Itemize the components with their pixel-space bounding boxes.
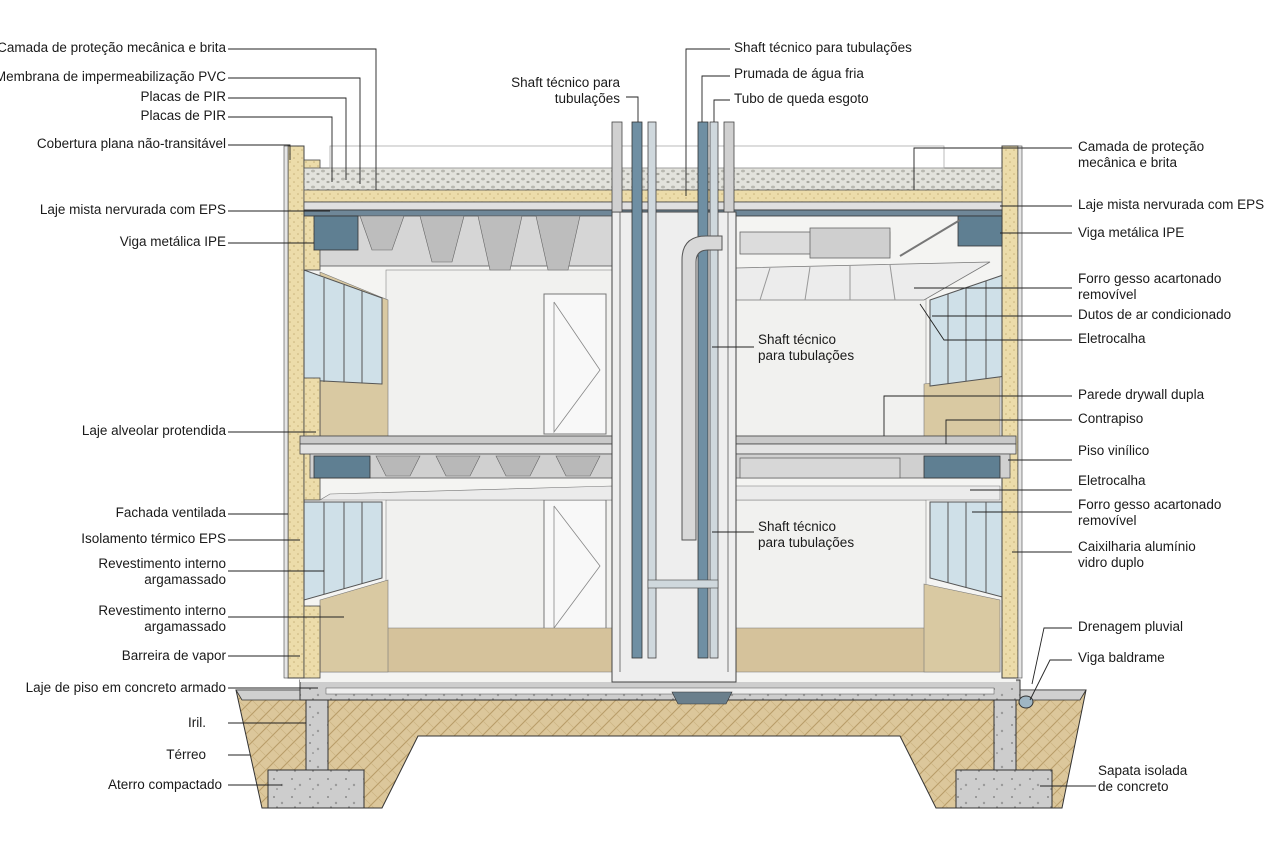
- drain-pipe: [1018, 695, 1034, 709]
- leaders-top: [626, 48, 730, 196]
- label-placas-pir-2: Placas de PIR: [140, 108, 226, 123]
- label-shaft-mid-a: Shaft técnico: [758, 332, 836, 347]
- leaders-right: [883, 147, 1096, 787]
- label-prumada: Prumada de água fria: [734, 66, 864, 81]
- leaders-center: [712, 346, 754, 533]
- label-aterro: Aterro compactado: [108, 777, 222, 792]
- label-laje-alveolar: Laje alveolar protendida: [82, 423, 227, 438]
- label-camada-protecao-left: Camada de proteção mecânica e brita: [0, 40, 226, 55]
- leaders-left: [228, 48, 377, 786]
- label-viga-ipe-right: Viga metálica IPE: [1078, 225, 1184, 240]
- label-sapata-b: de concreto: [1098, 779, 1169, 794]
- label-revestimento-1b: argamassado: [144, 572, 226, 587]
- labels-top: Shaft técnico para tubulações Shaft técn…: [511, 40, 912, 106]
- window-right-lower: [929, 501, 1007, 599]
- label-forro-upper-b: removível: [1078, 287, 1137, 302]
- footing-left: [267, 699, 365, 809]
- ribbed-slab-upper: [313, 215, 1003, 271]
- label-shaft-top-b: tubulações: [555, 91, 621, 106]
- label-contrapiso: Contrapiso: [1078, 411, 1143, 426]
- label-forro-upper-a: Forro gesso acartonado: [1078, 271, 1221, 286]
- label-laje-piso: Laje de piso em concreto armado: [26, 680, 226, 695]
- duct-lower: [739, 457, 901, 479]
- label-viga-ipe-left: Viga metálica IPE: [120, 234, 226, 249]
- label-viga-baldrame: Viga baldrame: [1078, 650, 1165, 665]
- label-fachada-ventilada: Fachada ventilada: [116, 505, 227, 520]
- label-parede-drywall: Parede drywall dupla: [1078, 387, 1205, 402]
- label-revestimento-2b: argamassado: [144, 619, 226, 634]
- label-camada-protecao-right-a: Camada de proteção: [1078, 139, 1204, 154]
- label-camada-protecao-right-b: mecânica e brita: [1078, 155, 1178, 170]
- window-left-lower: [303, 501, 383, 601]
- footing-right: [955, 699, 1053, 809]
- labels-left: Camada de proteção mecânica e brita Memb…: [0, 40, 226, 792]
- label-membrana-pvc: Membrana de impermeabilização PVC: [0, 69, 226, 84]
- label-shaft-top-a: Shaft técnico para: [511, 75, 620, 90]
- label-tubo-queda: Tubo de queda esgoto: [734, 91, 869, 106]
- label-dutos-ar: Dutos de ar condicionado: [1078, 307, 1231, 322]
- label-sapata-a: Sapata isolada: [1098, 763, 1188, 778]
- label-cobertura-plana: Cobertura plana não-transitável: [37, 136, 226, 151]
- label-revestimento-2a: Revestimento interno: [98, 603, 226, 618]
- labels-center: Shaft técnico para tubulações Shaft técn…: [758, 332, 854, 550]
- pipe-water: [611, 121, 735, 659]
- label-shaft-mid-b: para tubulações: [758, 348, 854, 363]
- label-caixilharia-b: vidro duplo: [1078, 555, 1144, 570]
- door-lower: [543, 499, 607, 631]
- label-piso-vinilico: Piso vinílico: [1078, 443, 1149, 458]
- window-right-upper: [929, 273, 1007, 387]
- label-eletrocalha-upper: Eletrocalha: [1078, 331, 1146, 346]
- label-drenagem: Drenagem pluvial: [1078, 619, 1183, 634]
- label-iril: Iril.: [188, 715, 206, 730]
- label-barreira-vapor: Barreira de vapor: [122, 648, 227, 663]
- label-placas-pir-1: Placas de PIR: [140, 89, 226, 104]
- label-terreo: Térreo: [166, 747, 206, 762]
- duct-vertical: [647, 235, 723, 589]
- label-eletrocalha-lower: Eletrocalha: [1078, 473, 1146, 488]
- label-laje-mista-right: Laje mista nervurada com EPS: [1078, 197, 1264, 212]
- label-shaft-low-a: Shaft técnico: [758, 519, 836, 534]
- ceiling-upper-right: [735, 219, 991, 301]
- label-forro-lower-a: Forro gesso acartonado: [1078, 497, 1221, 512]
- label-laje-mista-left: Laje mista nervurada com EPS: [40, 202, 226, 217]
- label-isolamento-eps: Isolamento térmico EPS: [81, 531, 226, 546]
- label-revestimento-1a: Revestimento interno: [98, 556, 226, 571]
- label-forro-lower-b: removível: [1078, 513, 1137, 528]
- label-caixilharia-a: Caixilharia alumínio: [1078, 539, 1196, 554]
- labels-right: Camada de proteção mecânica e brita Laje…: [1078, 139, 1264, 794]
- label-shaft-top-right: Shaft técnico para tubulações: [734, 40, 912, 55]
- ground-slab: [299, 679, 1021, 705]
- facade-right: [1001, 145, 1023, 679]
- door-upper: [543, 293, 607, 435]
- plaster-wall-lower-right: [923, 583, 1001, 673]
- label-shaft-low-b: para tubulações: [758, 535, 854, 550]
